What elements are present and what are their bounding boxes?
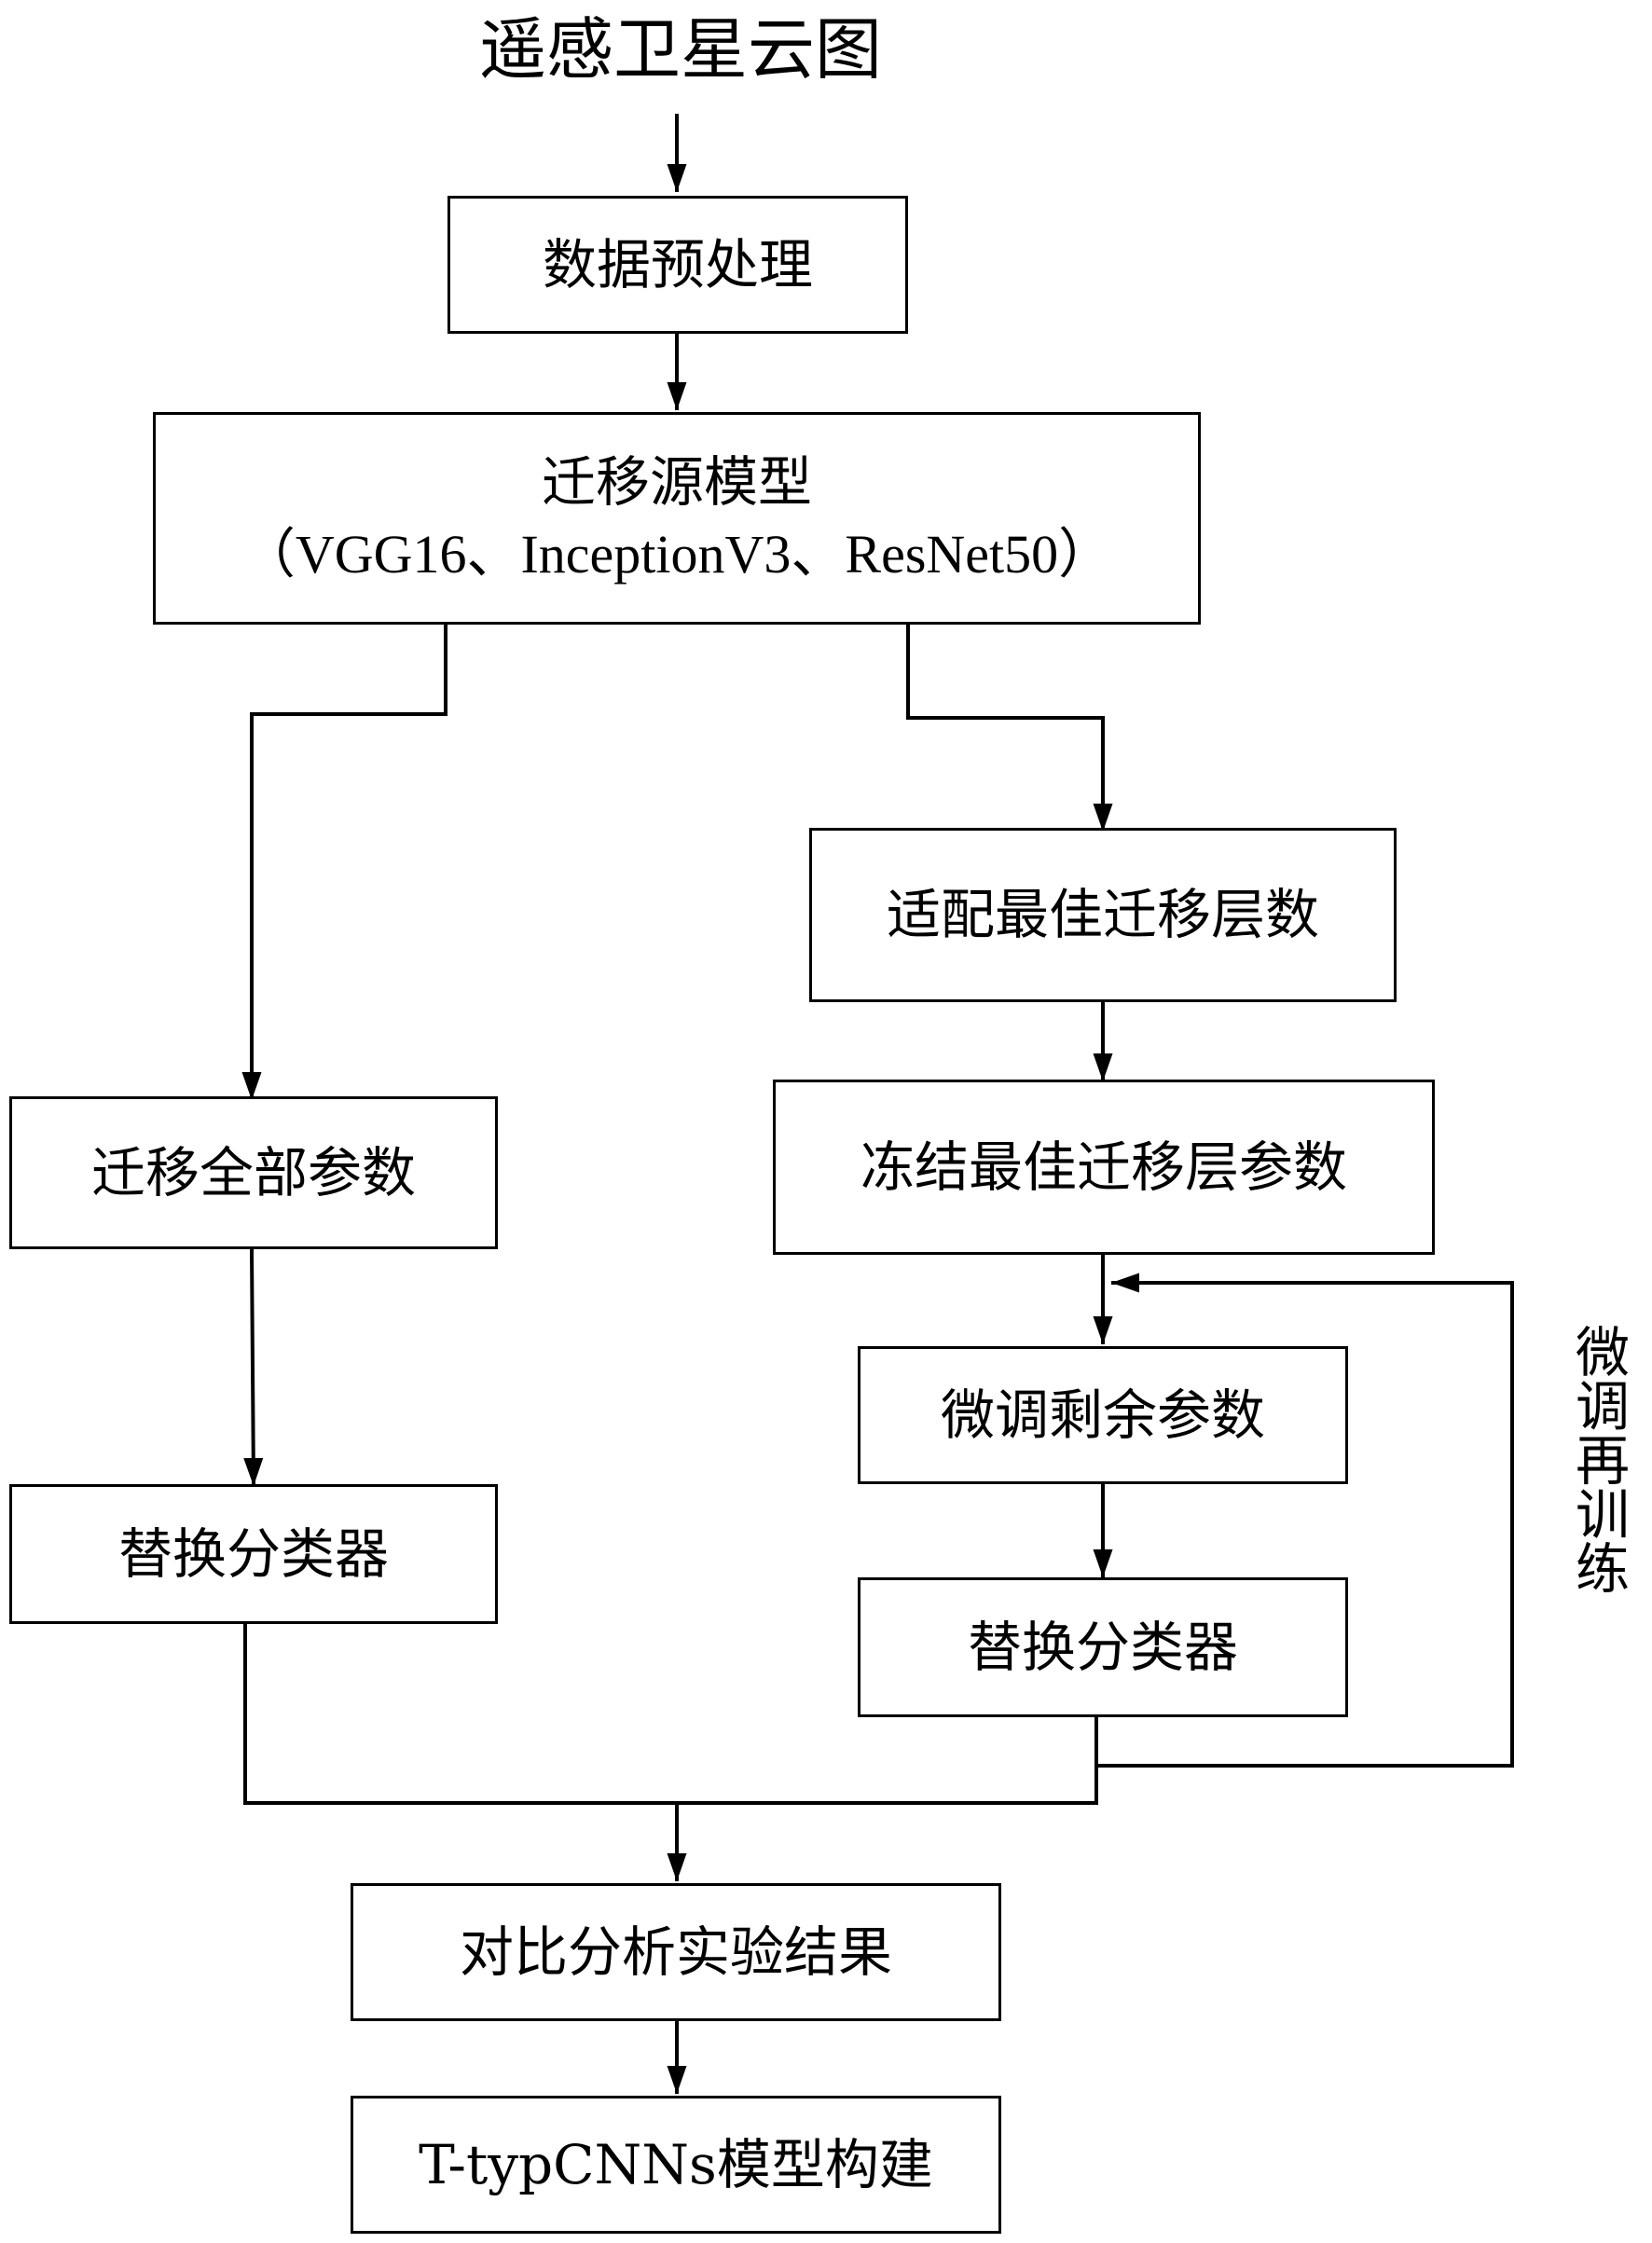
arrow-retrain-loop [1096, 1273, 1514, 1768]
build-model-box: T-typCNNs模型构建 [351, 2096, 1001, 2234]
compare-results-box: 对比分析实验结果 [351, 1883, 1001, 2021]
source-model-title: 迁移源模型 [541, 449, 812, 514]
adapt-layers-label: 适配最佳迁移层数 [886, 883, 1319, 947]
finetune-rest-label: 微调剩余参数 [940, 1383, 1265, 1447]
replace-classifier-right-label: 替换分类器 [967, 1615, 1238, 1679]
adapt-layers-box: 适配最佳迁移层数 [809, 828, 1397, 1002]
input-title: 遥感卫星云图 [478, 10, 882, 89]
freeze-layers-box: 冻结最佳迁移层参数 [773, 1080, 1435, 1255]
arrow-source-to-transfer-all [241, 625, 447, 1100]
transfer-all-label: 迁移全部参数 [90, 1140, 416, 1204]
arrow-transfer-all-to-replace [243, 1248, 264, 1487]
source-model-box: 迁移源模型 （VGG16、InceptionV3、ResNet50） [153, 412, 1201, 625]
source-model-list: （VGG16、InceptionV3、ResNet50） [241, 524, 1113, 585]
finetune-rest-box: 微调剩余参数 [858, 1346, 1348, 1484]
merge-left [243, 1624, 677, 1805]
build-model-label: T-typCNNs模型构建 [419, 2132, 933, 2196]
preprocess-box: 数据预处理 [447, 196, 908, 334]
arrow-source-to-adapt [906, 625, 1113, 832]
merge-right [677, 1717, 1098, 1805]
replace-classifier-left-label: 替换分类器 [117, 1521, 389, 1586]
freeze-layers-label: 冻结最佳迁移层参数 [860, 1135, 1347, 1199]
preprocess-label: 数据预处理 [542, 232, 813, 296]
replace-classifier-left-box: 替换分类器 [9, 1484, 498, 1624]
retrain-loop-label: 微调再训练 [1566, 1324, 1630, 1594]
transfer-all-box: 迁移全部参数 [9, 1096, 498, 1249]
replace-classifier-right-box: 替换分类器 [858, 1577, 1348, 1717]
compare-results-label: 对比分析实验结果 [459, 1920, 892, 1984]
